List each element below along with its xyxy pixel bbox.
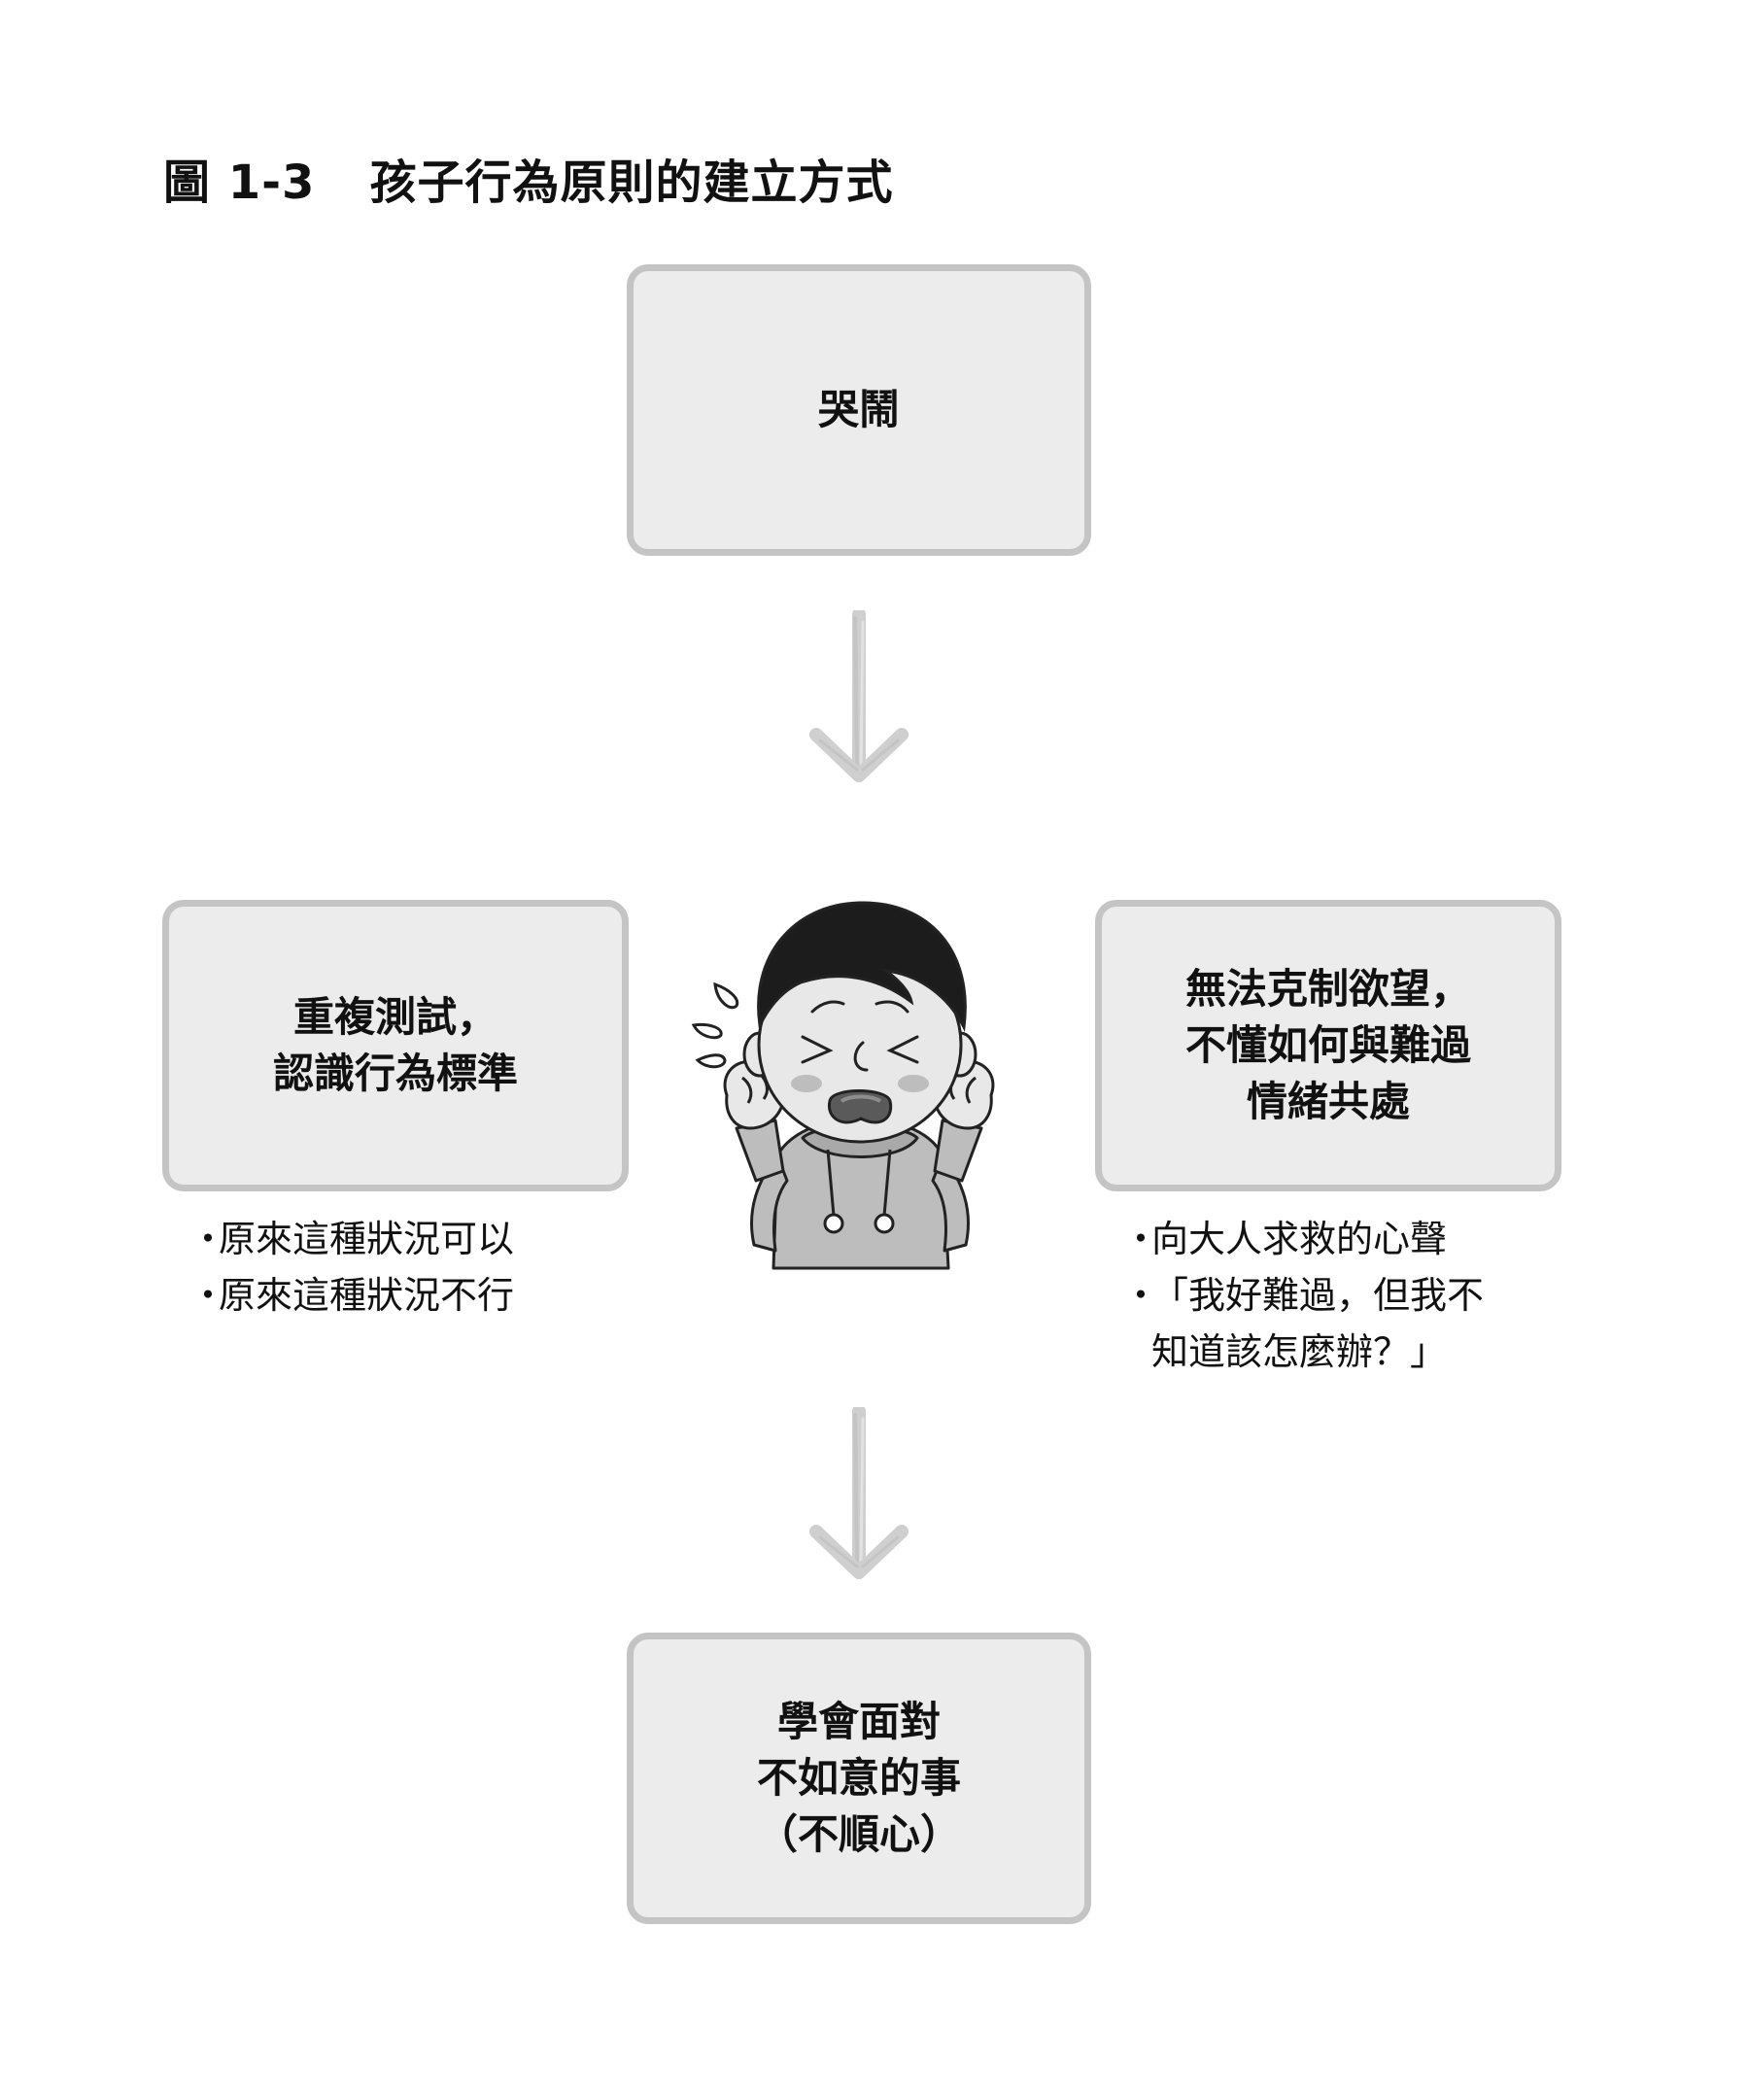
testing-box: 重複測試， 認識行為標準 (162, 900, 629, 1191)
note-item: ・向大人求救的心聲 (1122, 1211, 1484, 1267)
outcome-box-line-1: 學會面對 (776, 1698, 941, 1745)
tear-drops-icon (691, 981, 739, 1069)
note-text: 原來這種狀況不行 (219, 1274, 515, 1317)
bullet-dot: ・ (1122, 1218, 1160, 1260)
bullet-dot: ・ (1122, 1274, 1160, 1317)
testing-box-line-1: 重複測試， (292, 993, 497, 1041)
crying-face (801, 1000, 919, 1072)
bullet-dot: ・ (189, 1274, 227, 1317)
down-arrow-icon (809, 1407, 909, 1579)
testing-box-line-2: 認識行為標準 (272, 1050, 518, 1097)
emotion-box-line-1: 無法克制欲望， (1184, 965, 1471, 1013)
emotion-box: 無法克制欲望， 不懂如何與難過 情緒共處 (1095, 900, 1561, 1191)
bullet-dot: ・ (189, 1218, 227, 1260)
note-item: ・原來這種狀況不行 (189, 1267, 514, 1324)
emotion-box-line-2: 不懂如何與難過 (1184, 1021, 1471, 1069)
note-item-continued: 知道該怎麼辦？」 (1122, 1324, 1484, 1380)
outcome-box-line-3: （不順心） (756, 1810, 961, 1858)
emotion-box-line-3: 情緒共處 (1246, 1078, 1410, 1125)
crying-child-illustration (691, 901, 995, 1270)
note-text: 向大人求救的心聲 (1151, 1218, 1448, 1260)
figure-label: 圖 1-3 (163, 155, 316, 210)
crying-box-text: 哭鬧 (817, 386, 900, 433)
note-text: 「我好難過，但我不 (1151, 1274, 1485, 1317)
note-text: 知道該怎麼辦？」 (1151, 1330, 1448, 1373)
outcome-box-line-2: 不如意的事 (756, 1754, 961, 1802)
notes-left: ・原來這種狀況可以 ・原來這種狀況不行 (189, 1211, 514, 1324)
note-text: 原來這種狀況可以 (219, 1218, 515, 1260)
outcome-box: 學會面對 不如意的事 （不順心） (627, 1633, 1091, 1924)
figure-caption: 孩子行為原則的建立方式 (369, 155, 894, 210)
crying-box: 哭鬧 (627, 264, 1091, 556)
note-item: ・原來這種狀況可以 (189, 1211, 514, 1267)
notes-right: ・向大人求救的心聲 ・「我好難過，但我不 知道該怎麼辦？」 (1122, 1211, 1484, 1380)
down-arrow-icon (809, 610, 909, 782)
figure-title: 圖 1-3 孩子行為原則的建立方式 (163, 144, 893, 212)
note-item: ・「我好難過，但我不 (1122, 1267, 1484, 1324)
